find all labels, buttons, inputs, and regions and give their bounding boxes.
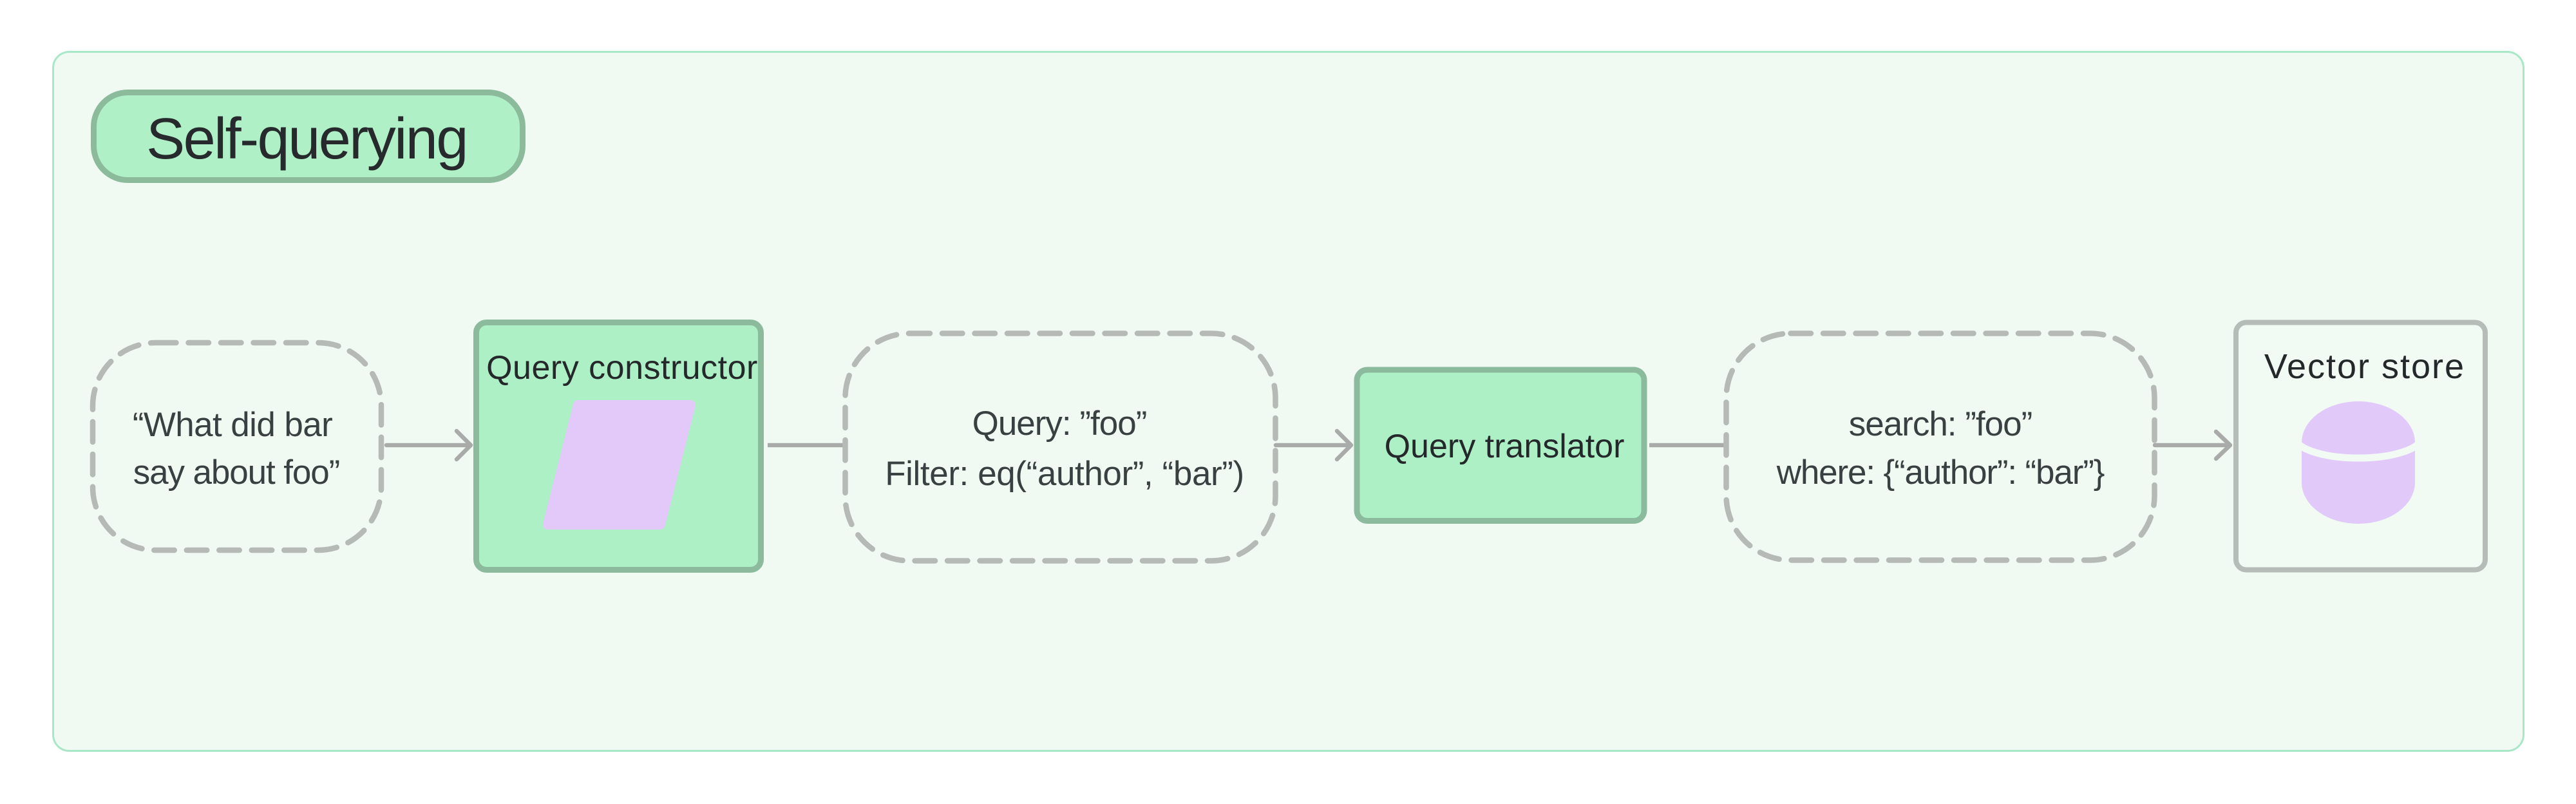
- svg-text:Query: ”foo”: Query: ”foo”: [972, 405, 1147, 443]
- svg-text:Self-querying: Self-querying: [146, 107, 467, 171]
- svg-text:Filter: eq(“author”, “bar”): Filter: eq(“author”, “bar”): [885, 455, 1244, 493]
- svg-text:Query constructor: Query constructor: [486, 349, 758, 387]
- svg-text:where: {“author”: “bar”}: where: {“author”: “bar”}: [1776, 454, 2105, 492]
- svg-text:search: ”foo”: search: ”foo”: [1849, 405, 2032, 443]
- svg-text:Query translator: Query translator: [1385, 428, 1625, 465]
- svg-text:Vector store: Vector store: [2264, 347, 2465, 386]
- svg-text:say about foo”: say about foo”: [133, 454, 339, 492]
- svg-text:“What did bar: “What did bar: [133, 406, 332, 444]
